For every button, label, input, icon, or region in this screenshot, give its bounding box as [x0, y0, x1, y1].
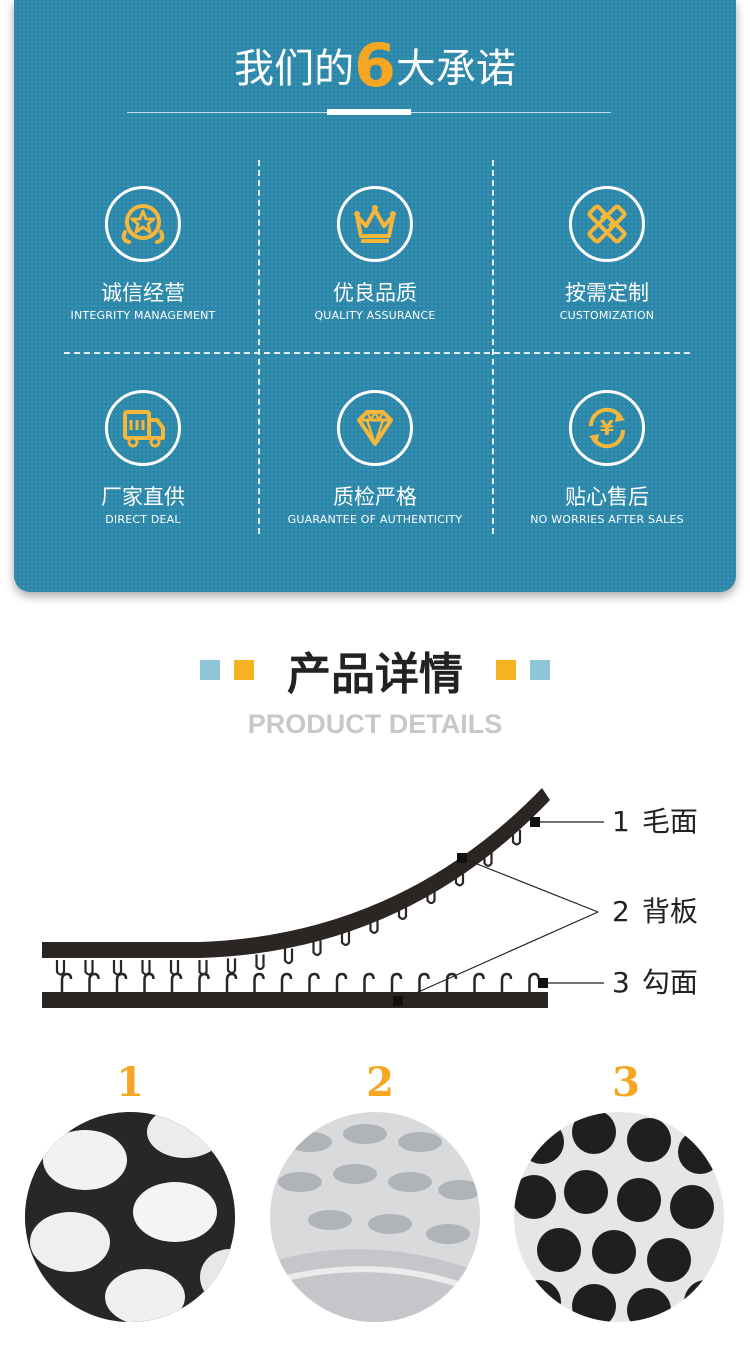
hook-mark — [390, 972, 403, 992]
hook-mark — [198, 972, 210, 992]
hook-mark — [308, 972, 320, 992]
loop-mark — [426, 888, 436, 905]
svg-text:¥: ¥ — [600, 416, 614, 440]
hook-mark — [528, 972, 540, 992]
hook-mark — [280, 972, 293, 992]
loop-row — [55, 829, 522, 976]
promise-title-suffix: 大承诺 — [395, 46, 516, 92]
pencil-ruler-icon — [569, 186, 645, 262]
crown-icon — [337, 186, 413, 262]
hook-mark — [418, 972, 430, 992]
structure-diagram — [42, 788, 604, 1008]
photo-clear-backing — [270, 1112, 480, 1322]
promise-item-subtitle: NO WORRIES AFTER SALES — [530, 513, 684, 526]
loop-mark — [511, 829, 522, 846]
promise-item-integrity: 诚信经营 INTEGRITY MANAGEMENT — [27, 186, 259, 324]
promise-title-prefix: 我们的 — [234, 46, 355, 92]
loop-mark — [55, 960, 66, 976]
grid-divider-horizontal — [64, 352, 690, 354]
loop-mark — [169, 960, 180, 976]
loop-mark — [397, 904, 408, 920]
loop-mark — [483, 851, 493, 867]
promise-item-title: 质检严格 — [333, 485, 417, 509]
loop-mark — [340, 930, 351, 946]
hook-mark — [445, 972, 458, 992]
hook-mark — [473, 972, 485, 992]
hook-mark — [335, 972, 348, 992]
promise-item-title: 优良品质 — [333, 281, 417, 305]
grid-divider-vertical — [258, 160, 260, 534]
loop-mark — [226, 958, 237, 975]
loop-mark — [84, 960, 94, 976]
photo-loop-dots — [25, 1112, 235, 1322]
decor-square-yellow — [496, 660, 516, 680]
star-badge-icon — [105, 186, 181, 262]
photo-number: 1 — [116, 1059, 144, 1106]
promise-title: 我们的6大承诺 — [14, 36, 736, 99]
promise-item-subtitle: GUARANTEE OF AUTHENTICITY — [287, 513, 463, 526]
hook-mark — [88, 972, 100, 992]
loop-mark — [312, 940, 322, 957]
hook-mark — [363, 972, 375, 992]
loop-mark — [255, 954, 265, 971]
loop-mark — [283, 948, 294, 965]
photo-number: 3 — [612, 1059, 640, 1106]
section-subtitle: PRODUCT DETAILS — [247, 709, 503, 739]
yen-cycle-icon: ¥ — [569, 390, 645, 466]
hook-mark — [143, 972, 155, 992]
promise-item-title: 贴心售后 — [565, 485, 649, 509]
hook-mark — [253, 972, 265, 992]
hook-row — [60, 972, 540, 992]
promise-title-number: 6 — [354, 31, 396, 101]
decor-square-blue — [200, 660, 220, 680]
photo-number: 2 — [366, 1059, 394, 1106]
promise-item-subtitle: INTEGRITY MANAGEMENT — [70, 309, 216, 322]
promise-item-title: 厂家直供 — [101, 485, 185, 509]
hook-mark — [500, 972, 513, 992]
diamond-icon — [337, 390, 413, 466]
truck-icon — [105, 390, 181, 466]
promise-item-authenticity: 质检严格 GUARANTEE OF AUTHENTICITY — [259, 390, 491, 528]
promise-item-subtitle: DIRECT DEAL — [105, 513, 181, 526]
promise-item-after-sales: ¥ 贴心售后 NO WORRIES AFTER SALES — [491, 390, 723, 528]
promise-item-quality: 优良品质 QUALITY ASSURANCE — [259, 186, 491, 324]
hook-mark — [225, 972, 238, 992]
section-title: 产品详情 — [287, 649, 463, 700]
decor-square-yellow — [234, 660, 254, 680]
decor-square-blue — [530, 660, 550, 680]
title-underline-bar — [327, 109, 411, 115]
loop-mark — [112, 960, 123, 976]
promise-card: 我们的6大承诺 诚信经营 INTEGRITY MANAGEMENT 优 — [14, 0, 736, 592]
promise-item-customization: 按需定制 CUSTOMIZATION — [491, 186, 723, 324]
photo-hook-dots — [514, 1112, 724, 1322]
promise-item-direct: 厂家直供 DIRECT DEAL — [27, 390, 259, 528]
hook-mark — [170, 972, 183, 992]
loop-mark — [141, 960, 151, 976]
loop-mark — [454, 870, 465, 887]
loop-mark — [198, 959, 208, 976]
hook-mark — [115, 972, 128, 992]
promise-item-title: 按需定制 — [565, 281, 649, 305]
promise-item-subtitle: QUALITY ASSURANCE — [314, 309, 436, 322]
hook-mark — [60, 972, 73, 992]
hook-backing-board — [42, 992, 548, 1008]
loop-mark — [369, 918, 379, 934]
grid-divider-vertical — [492, 160, 494, 534]
promise-item-subtitle: CUSTOMIZATION — [559, 309, 655, 322]
promise-item-title: 诚信经营 — [101, 281, 185, 305]
loop-backing-board — [42, 788, 550, 958]
